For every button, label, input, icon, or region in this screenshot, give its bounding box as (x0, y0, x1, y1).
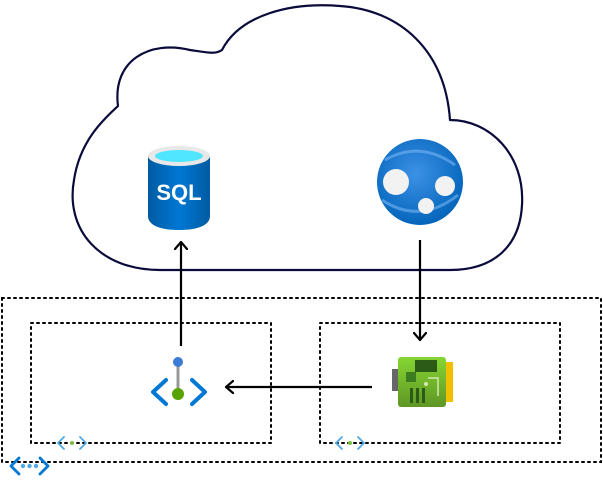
private-endpoint-icon[interactable] (151, 357, 207, 406)
web-app-icon[interactable] (377, 139, 463, 225)
virtual-network-boundary (1, 297, 602, 463)
subnet-icon (334, 436, 366, 450)
virtual-network-icon (9, 456, 50, 476)
sql-database-icon[interactable]: SQL (148, 146, 210, 230)
subnet-boundary-right (319, 322, 561, 444)
subnet-boundary-left (30, 322, 272, 444)
sql-label: SQL (156, 180, 201, 205)
network-interface-icon[interactable] (392, 357, 453, 407)
subnet-icon (56, 436, 88, 450)
cloud-boundary (71, 4, 524, 272)
